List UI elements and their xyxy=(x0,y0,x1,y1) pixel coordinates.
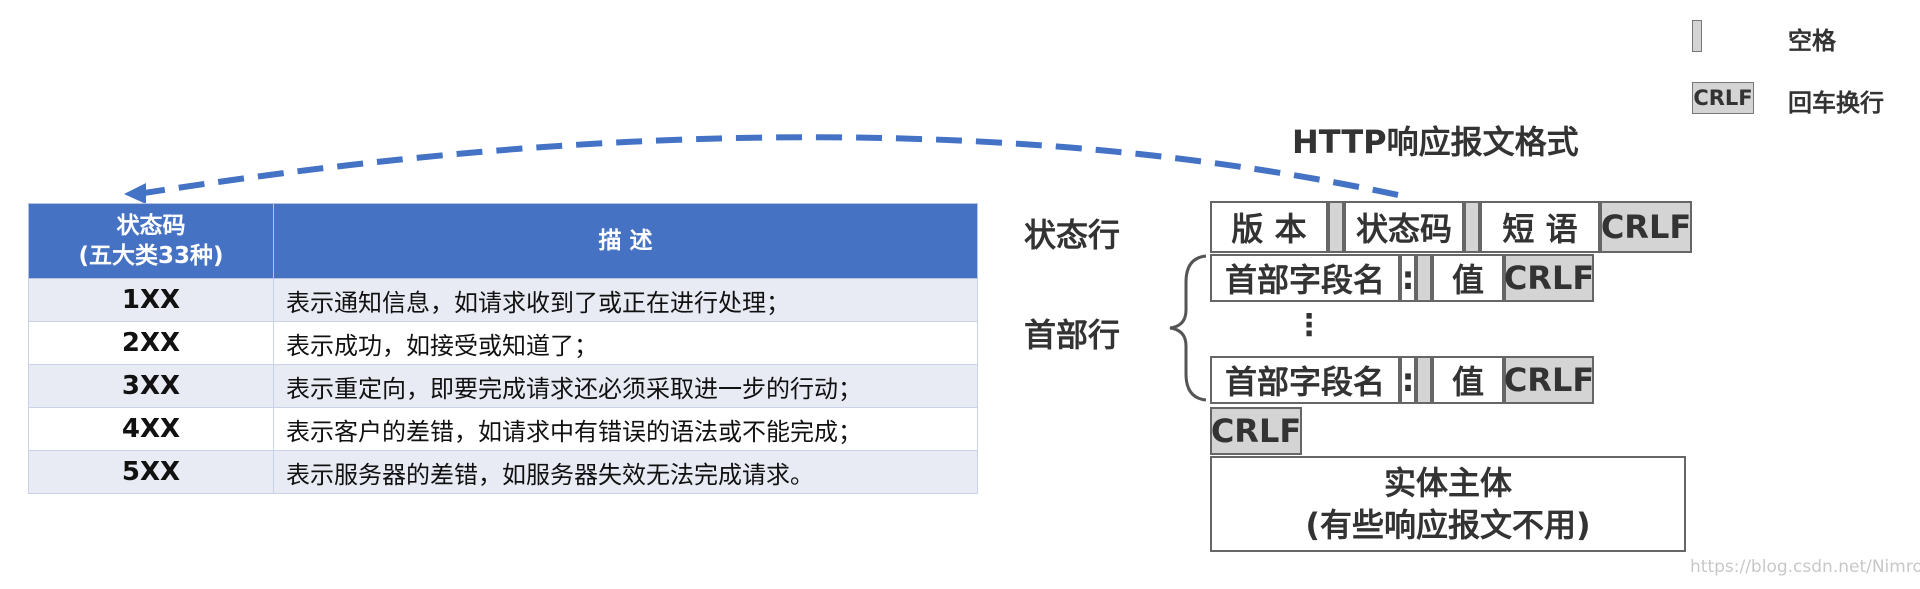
version-box: 版 本 xyxy=(1210,201,1328,253)
legend-space-swatch xyxy=(1692,20,1702,52)
colon-box: : xyxy=(1400,356,1416,404)
crlf-box: CRLF xyxy=(1504,356,1594,404)
status-code-table: 状态码 (五大类33种) 描 述 1XX 表示通知信息，如请求收到了或正在进行处… xyxy=(28,203,978,494)
legend-crlf-swatch: CRLF xyxy=(1692,82,1754,114)
watermark: https://blog.csdn.net/Nimrod__ xyxy=(1690,557,1920,577)
legend-crlf-label: 回车换行 xyxy=(1788,89,1884,117)
table-row: 5XX 表示服务器的差错，如服务器失效无法完成请求。 xyxy=(28,450,978,494)
space-box xyxy=(1416,356,1432,404)
arrow-head-icon xyxy=(124,183,146,204)
status-code-box: 状态码 xyxy=(1344,201,1464,253)
dashed-arrow-line xyxy=(137,134,1399,198)
value-box: 值 xyxy=(1432,254,1504,302)
status-code-cell: 1XX xyxy=(28,278,274,322)
ellipsis-icon: ⋮ xyxy=(1294,308,1324,343)
value-box: 值 xyxy=(1432,356,1504,404)
space-box xyxy=(1416,254,1432,302)
crlf-box: CRLF xyxy=(1600,201,1692,253)
legend-space-label: 空格 xyxy=(1788,27,1836,55)
status-code-cell: 2XX xyxy=(28,321,274,365)
table-row: 2XX 表示成功，如接受或知道了； xyxy=(28,321,978,365)
table-row: 1XX 表示通知信息，如请求收到了或正在进行处理； xyxy=(28,278,978,322)
phrase-box: 短 语 xyxy=(1480,201,1600,253)
diagram-title: HTTP响应报文格式 xyxy=(1292,123,1579,161)
space-box xyxy=(1328,201,1344,253)
colon-box: : xyxy=(1400,254,1416,302)
field-name-box: 首部字段名 xyxy=(1210,254,1400,302)
table-row: 4XX 表示客户的差错，如请求中有错误的语法或不能完成； xyxy=(28,407,978,451)
table-row: 3XX 表示重定向，即要完成请求还必须采取进一步的行动； xyxy=(28,364,978,408)
description-cell: 表示服务器的差错，如服务器失效无法完成请求。 xyxy=(273,450,978,494)
description-cell: 表示通知信息，如请求收到了或正在进行处理； xyxy=(273,278,978,322)
description-cell: 表示重定向，即要完成请求还必须采取进一步的行动； xyxy=(273,364,978,408)
status-code-cell: 3XX xyxy=(28,364,274,408)
description-cell: 表示成功，如接受或知道了； xyxy=(273,321,978,365)
blank-line-crlf-box: CRLF xyxy=(1210,407,1302,455)
entity-body-line1: 实体主体 xyxy=(1383,464,1512,502)
table-header-row: 状态码 (五大类33种) 描 述 xyxy=(28,203,978,279)
brace-icon xyxy=(1169,254,1207,402)
entity-body-box: 实体主体 (有些响应报文不用) xyxy=(1210,456,1686,552)
header-status-code: 状态码 (五大类33种) xyxy=(28,203,274,279)
status-line-label: 状态行 xyxy=(1024,216,1121,254)
header-status-code-line1: 状态码 xyxy=(116,213,186,239)
description-cell: 表示客户的差错，如请求中有错误的语法或不能完成； xyxy=(273,407,978,451)
field-name-box: 首部字段名 xyxy=(1210,356,1400,404)
header-description: 描 述 xyxy=(273,203,978,279)
entity-body-line2: (有些响应报文不用) xyxy=(1305,506,1591,544)
header-status-code-line2: (五大类33种) xyxy=(78,243,224,269)
space-box xyxy=(1464,201,1480,253)
status-code-cell: 5XX xyxy=(28,450,274,494)
crlf-box: CRLF xyxy=(1504,254,1594,302)
header-line-label: 首部行 xyxy=(1024,316,1121,354)
status-code-cell: 4XX xyxy=(28,407,274,451)
